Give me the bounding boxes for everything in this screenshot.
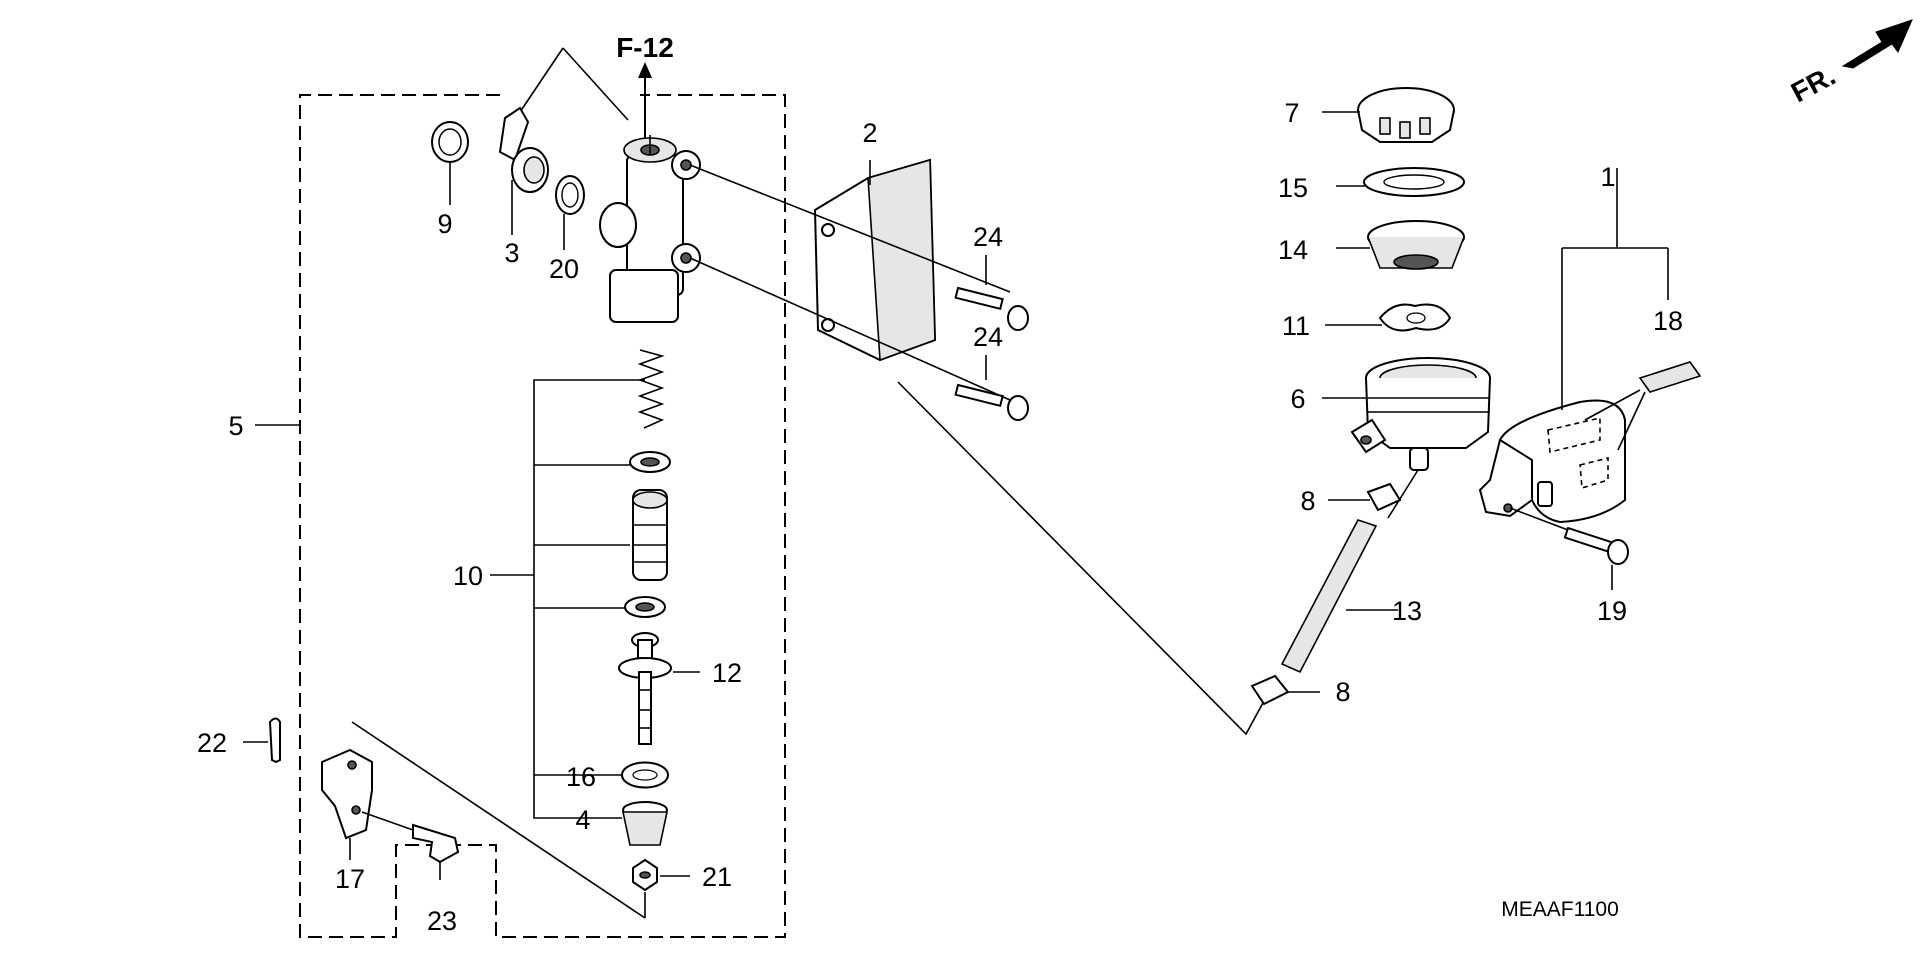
piston-cup-lower xyxy=(624,596,666,618)
callout-5: 5 xyxy=(228,411,243,441)
callout-labels: 1 2 3 4 5 6 7 8 8 9 10 11 12 13 14 15 16… xyxy=(197,98,1683,936)
callout-11: 11 xyxy=(1282,311,1310,341)
leader-2-bolt-a xyxy=(689,164,1011,293)
front-label: FR. xyxy=(1786,60,1840,109)
label-18-plate xyxy=(1584,361,1702,451)
diaphragm-14 xyxy=(1336,220,1465,270)
o-ring-20 xyxy=(555,175,585,250)
joint-pin-23 xyxy=(361,811,460,880)
callout-8-upper: 8 xyxy=(1300,486,1315,516)
bracket-10 xyxy=(490,379,645,819)
callout-10: 10 xyxy=(453,561,483,591)
master-cylinder-body xyxy=(599,135,701,323)
callout-18: 18 xyxy=(1653,306,1683,336)
callout-3: 3 xyxy=(504,238,519,268)
reference-label: F-12 xyxy=(616,32,674,63)
plate-15 xyxy=(1336,167,1465,197)
reservoir-6 xyxy=(1322,357,1491,471)
bracket-1 xyxy=(1561,168,1669,410)
reference-arrow: F-12 xyxy=(616,32,674,140)
nut-21 xyxy=(632,858,690,892)
circlip-9 xyxy=(431,121,469,205)
callout-17: 17 xyxy=(335,864,365,894)
bolt-24-lower xyxy=(954,355,1029,421)
diagram-code: MEAAF1100 xyxy=(1501,898,1619,921)
callout-16: 16 xyxy=(566,762,596,792)
callout-14: 14 xyxy=(1278,235,1308,265)
callout-4: 4 xyxy=(575,805,590,835)
callout-1: 1 xyxy=(1600,162,1615,192)
callout-2: 2 xyxy=(862,118,877,148)
push-rod-12 xyxy=(618,632,700,745)
callout-8-lower: 8 xyxy=(1335,677,1350,707)
screw-19 xyxy=(1509,507,1629,590)
callout-7: 7 xyxy=(1284,98,1299,128)
joint-3 xyxy=(498,106,549,235)
front-direction-arrow: FR. xyxy=(1786,19,1913,109)
reservoir-cover-1 xyxy=(1478,399,1626,524)
callout-6: 6 xyxy=(1290,384,1305,414)
hose-clamp-8-upper xyxy=(1328,482,1402,512)
leader-lines-top xyxy=(519,47,629,121)
leader-17-21 xyxy=(351,721,646,919)
callout-9: 9 xyxy=(437,209,452,239)
callout-21: 21 xyxy=(702,862,732,892)
boot-4 xyxy=(600,801,668,846)
bolt-24-upper xyxy=(954,255,1029,331)
callout-23: 23 xyxy=(427,906,457,936)
hose-13 xyxy=(1280,519,1398,674)
circlip-16 xyxy=(600,761,670,789)
cover-2 xyxy=(813,158,937,362)
spring xyxy=(637,349,665,429)
assembly-boundary-5 xyxy=(299,94,786,938)
piston-cup-upper xyxy=(629,451,671,473)
float-11 xyxy=(1325,303,1452,332)
piston xyxy=(632,489,668,581)
hose-neck xyxy=(1387,469,1419,519)
callout-20: 20 xyxy=(549,254,579,284)
callout-24-lower: 24 xyxy=(973,322,1003,352)
callout-22: 22 xyxy=(197,728,227,758)
reservoir-cap-7 xyxy=(1322,87,1455,143)
leader-cover-hose xyxy=(897,381,1271,736)
hose-clamp-8-lower xyxy=(1250,674,1320,706)
callout-15: 15 xyxy=(1278,173,1308,203)
leader-2-bolt-b xyxy=(689,257,1011,401)
callout-13: 13 xyxy=(1392,596,1422,626)
callout-12: 12 xyxy=(712,658,742,688)
clevis-17 xyxy=(321,748,373,860)
callout-19: 19 xyxy=(1597,596,1627,626)
cotter-pin-22 xyxy=(243,717,281,764)
callout-24-upper: 24 xyxy=(973,222,1003,252)
